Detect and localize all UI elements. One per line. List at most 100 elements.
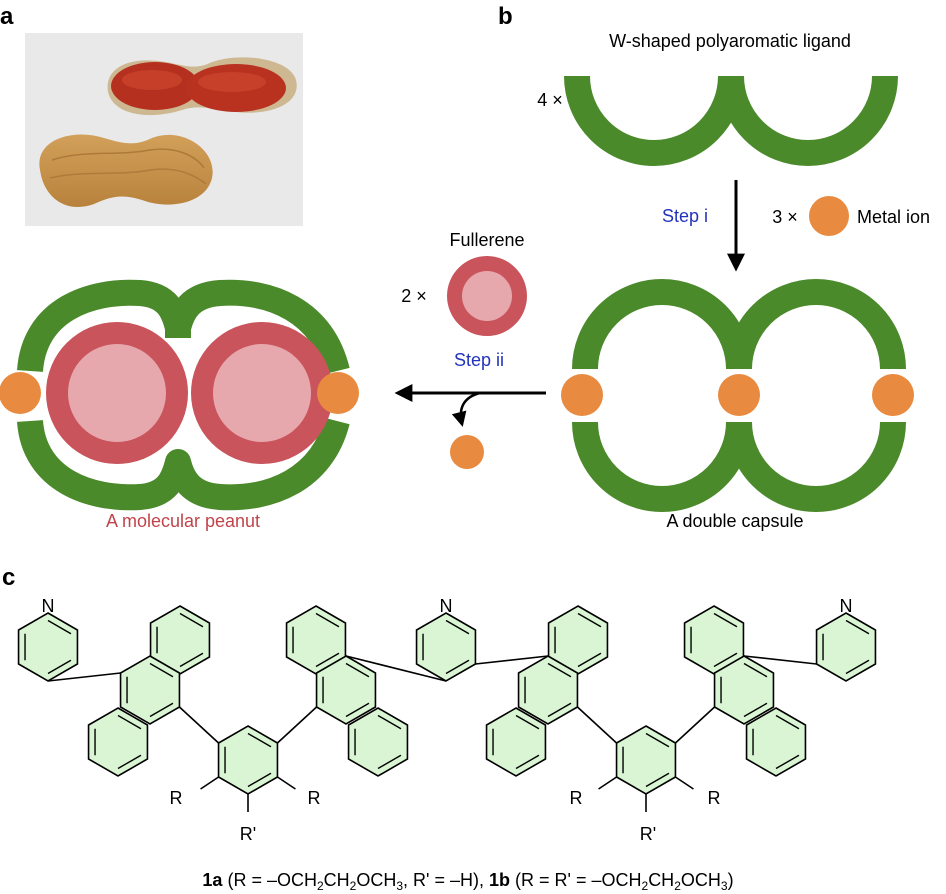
caption-part: CH <box>648 870 674 890</box>
peanut-photo <box>25 33 303 226</box>
phenylene-ring-right <box>615 725 677 795</box>
single-bond <box>277 776 296 790</box>
double-bond <box>577 612 602 628</box>
caption-part: CH <box>324 870 350 890</box>
single-bond <box>345 655 447 682</box>
peanut-metal-left <box>0 372 41 414</box>
compound-caption: 1a (R = –OCH2CH2OCH3, R' = –H), 1b (R = … <box>202 870 733 893</box>
panel-label-a: a <box>0 3 14 30</box>
double-bond <box>547 662 572 678</box>
double-bond <box>179 652 204 668</box>
double-bond <box>315 612 340 628</box>
released-metal-ion-icon <box>450 435 484 469</box>
ligand-title: W-shaped polyaromatic ligand <box>609 31 851 51</box>
double-bond <box>713 652 738 668</box>
caption-part: (R = R' = –OCH <box>510 870 641 890</box>
substituent-r: R <box>308 788 321 808</box>
nitrogen-atom-center: N <box>440 596 453 616</box>
double-bond <box>743 662 768 678</box>
single-bond <box>475 655 549 665</box>
double-bond <box>445 659 470 675</box>
caption-sub: 3 <box>396 879 403 893</box>
phenylene-ring-left <box>217 725 279 795</box>
double-bond <box>515 714 540 730</box>
structure-bonds <box>47 655 817 812</box>
anthracene-a-bottom <box>87 707 149 777</box>
peanut-metal-right <box>317 372 359 414</box>
double-bond <box>47 619 72 635</box>
caption-part: OCH <box>356 870 396 890</box>
metal-count: 3 × <box>772 207 798 227</box>
fullerene-label: Fullerene <box>449 230 524 250</box>
metal-label: Metal ion <box>857 207 930 227</box>
caption-sub: 3 <box>721 879 728 893</box>
double-bond <box>47 659 72 675</box>
anthracene-c-middle <box>517 655 579 725</box>
double-bond <box>377 714 402 730</box>
double-capsule <box>561 279 914 512</box>
peanut-label: A molecular peanut <box>106 511 260 531</box>
anthracene-d-middle <box>713 655 775 725</box>
nitrogen-atom-right: N <box>840 596 853 616</box>
double-bond <box>645 732 670 748</box>
double-bond <box>645 772 670 788</box>
double-bond <box>345 662 370 678</box>
double-bond <box>775 754 800 770</box>
double-bond <box>377 754 402 770</box>
capsule-label: A double capsule <box>666 511 803 531</box>
closed-shell-icon <box>39 134 213 207</box>
double-bond <box>515 754 540 770</box>
caption-1b: 1b <box>489 870 510 890</box>
single-bond <box>675 776 694 790</box>
double-bond <box>445 619 470 635</box>
substituent-r-prime: R' <box>240 824 256 844</box>
single-bond <box>276 706 318 744</box>
caption-part: OCH <box>681 870 721 890</box>
ligand-count: 4 × <box>537 90 563 110</box>
caption-sub: 2 <box>317 879 324 893</box>
capsule-metal-center <box>718 374 760 416</box>
double-bond <box>117 754 142 770</box>
double-bond <box>577 652 602 668</box>
double-bond <box>547 702 572 718</box>
double-bond <box>149 662 174 678</box>
double-bond <box>117 714 142 730</box>
single-bond <box>674 706 716 744</box>
release-arrow-icon <box>451 391 481 427</box>
caption-sub: 2 <box>642 879 649 893</box>
double-bond <box>845 619 870 635</box>
single-bond <box>576 706 618 744</box>
double-bond <box>247 732 272 748</box>
single-bond <box>200 776 219 790</box>
single-bond <box>743 655 817 665</box>
caption-sub: 2 <box>674 879 681 893</box>
w-ligand-icon <box>564 75 898 166</box>
fullerene-count: 2 × <box>401 286 427 306</box>
double-bond <box>775 714 800 730</box>
substituent-r: R <box>170 788 183 808</box>
anthracene-d-bottom <box>745 707 807 777</box>
double-bond <box>743 702 768 718</box>
single-bond <box>598 776 617 790</box>
caption-sub: 2 <box>350 879 357 893</box>
pyridine-ring-left <box>17 612 79 682</box>
double-bond <box>845 659 870 675</box>
panel-label-c: c <box>2 564 15 591</box>
molecular-peanut <box>0 279 359 511</box>
structure-rings <box>17 605 877 795</box>
double-bond <box>247 772 272 788</box>
panel-label-b: b <box>498 3 513 30</box>
single-bond <box>47 672 121 682</box>
substituent-r: R <box>570 788 583 808</box>
capsule-metal-right <box>872 374 914 416</box>
double-bond <box>179 612 204 628</box>
caption-part: (R = –OCH <box>222 870 317 890</box>
pyridine-ring-right <box>815 612 877 682</box>
step2-label: Step ii <box>454 350 504 370</box>
single-bond <box>178 706 220 744</box>
substituent-r-prime: R' <box>640 824 656 844</box>
caption-part: ) <box>728 870 734 890</box>
caption-part: , R' = –H), <box>403 870 489 890</box>
